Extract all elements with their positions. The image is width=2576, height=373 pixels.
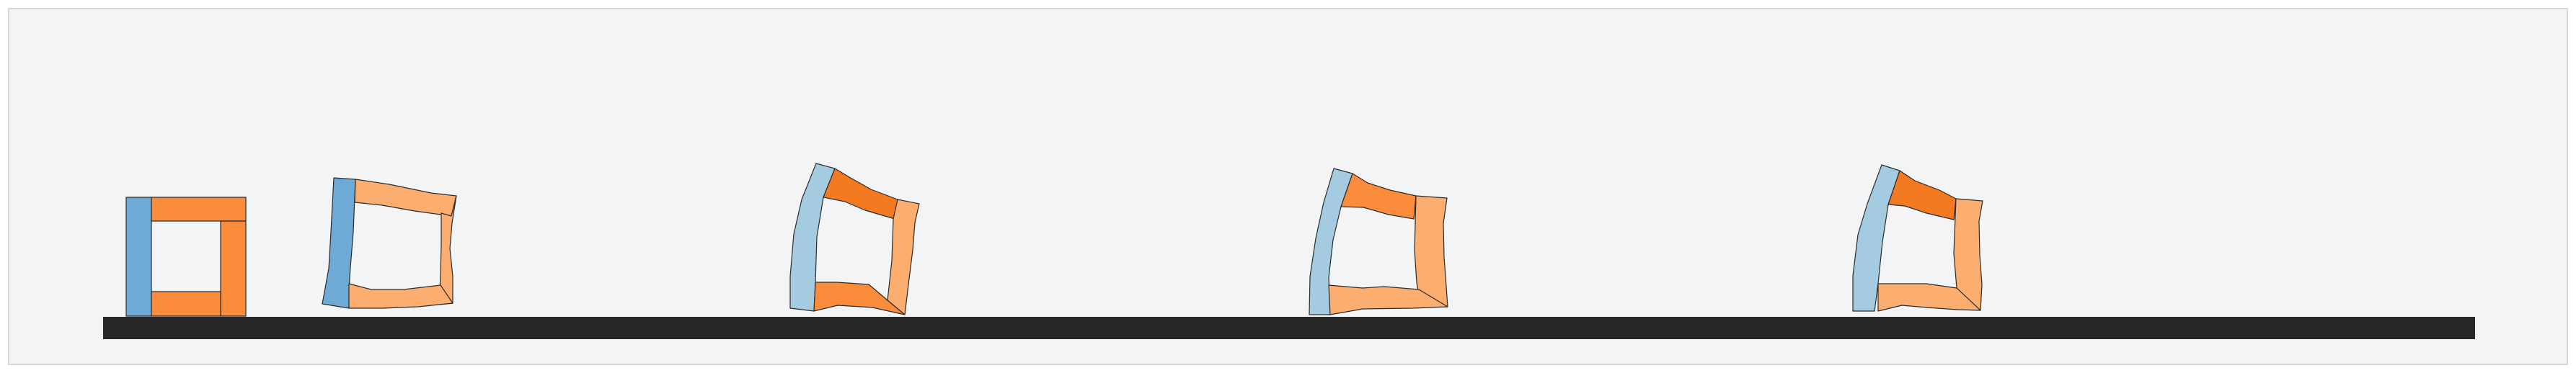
right-wall-segment (887, 199, 920, 315)
right-wall-segment (438, 195, 457, 305)
ground-bar (103, 317, 2475, 339)
bottom-wall-segment (348, 283, 453, 309)
soft-body-snapshot-5 (1852, 164, 1983, 312)
bottom-wall-segment (813, 282, 906, 315)
top-wall-segment (151, 197, 247, 222)
soft-body-snapshot-2 (322, 177, 457, 309)
bottom-wall-segment (1877, 283, 1981, 312)
soft-body-snapshot-3 (789, 163, 920, 315)
left-wall-segment (125, 197, 152, 317)
right-wall-segment (1953, 198, 1983, 311)
bottom-wall-segment (1328, 284, 1448, 315)
top-wall-segment (1340, 173, 1417, 220)
right-wall-segment (220, 220, 247, 317)
soft-body-snapshot-4 (1309, 168, 1448, 315)
right-wall-segment (1414, 195, 1448, 308)
bottom-wall-segment (151, 291, 221, 317)
soft-body-snapshot-1 (125, 197, 247, 317)
top-wall-segment (1887, 170, 1957, 220)
